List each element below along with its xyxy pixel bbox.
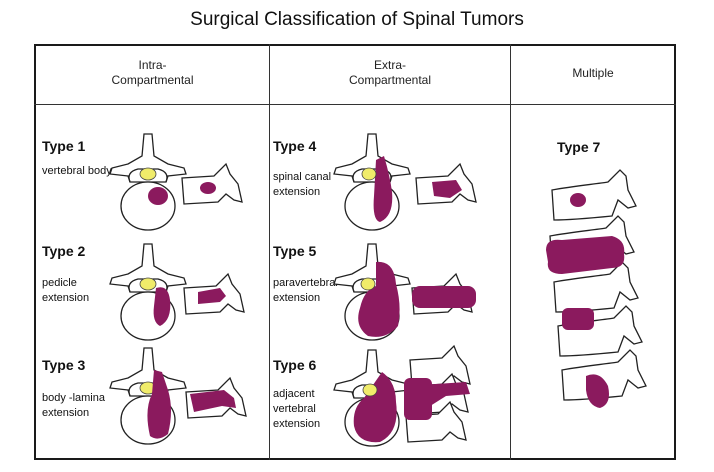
vertebra-axial-icon [333, 243, 411, 341]
type-1-description: vertebral body [42, 165, 112, 177]
spinal-column-icon [546, 169, 647, 408]
type-6-description: adjacent vertebral extension [273, 388, 321, 430]
vertebra-axial-icon [109, 243, 187, 341]
type-6-label: Type 6 [273, 357, 317, 373]
type-3-label: Type 3 [42, 357, 86, 373]
vertebra-axial-icon [333, 133, 411, 231]
type-5-description: paravertebral extension [273, 277, 338, 304]
column-header-extra: Extra- Compartmental [348, 58, 432, 87]
type-1-label: Type 1 [42, 138, 86, 154]
classification-table [34, 44, 676, 460]
vertebra-lateral-icon [185, 377, 247, 419]
vertebra-lateral-icon [181, 163, 243, 205]
type-3-description: body -lamina extension [42, 392, 105, 419]
vertebra-axial-icon [109, 133, 187, 231]
vertebra-axial-icon [109, 347, 187, 445]
vertebra-lateral-icon [411, 273, 476, 315]
column-header-intra: Intra- Compartmental [111, 58, 194, 87]
header-divider [34, 104, 676, 105]
vertebra-lateral-icon [183, 273, 245, 315]
type-7-label: Type 7 [557, 139, 601, 155]
type-4-description: spinal canal extension [273, 171, 332, 198]
vertebra-lateral-icon [404, 345, 471, 443]
page-title: Surgical Classification of Spinal Tumors [190, 9, 524, 30]
column-divider [510, 44, 511, 460]
type-2-description: pedicle extension [42, 277, 90, 304]
column-header-multiple: Multiple [572, 66, 614, 80]
column-divider [269, 44, 270, 460]
type-4-label: Type 4 [273, 138, 317, 154]
type-5-label: Type 5 [273, 243, 317, 259]
vertebra-lateral-icon [415, 163, 477, 205]
vertebra-axial-icon [333, 349, 411, 447]
type-2-label: Type 2 [42, 243, 86, 259]
